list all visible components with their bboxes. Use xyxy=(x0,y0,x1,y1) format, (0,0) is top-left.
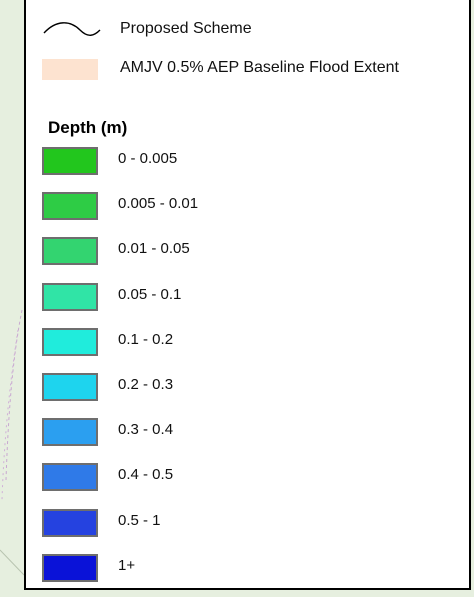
depth-class-item: 1+ xyxy=(42,552,462,597)
depth-class-swatch xyxy=(42,282,98,311)
legend-item-proposed-scheme: Proposed Scheme xyxy=(42,18,462,42)
depth-class-label: 0.4 - 0.5 xyxy=(118,466,174,484)
depth-class-item: 0 - 0.005 xyxy=(42,145,462,190)
depth-class-item: 0.1 - 0.2 xyxy=(42,326,462,371)
proposed-scheme-label: Proposed Scheme xyxy=(120,20,252,37)
depth-class-list: 0 - 0.005 0.005 - 0.01 0.01 - 0.05 0.05 - 0… xyxy=(42,145,462,597)
depth-class-label: 0.2 - 0.3 xyxy=(118,375,174,393)
depth-class-item: 0.05 - 0.1 xyxy=(42,281,462,326)
depth-class-label: 0.005 - 0.01 xyxy=(118,195,199,213)
depth-class-label: 0.1 - 0.2 xyxy=(118,330,174,348)
depth-class-swatch xyxy=(42,237,98,266)
proposed-scheme-line-icon xyxy=(43,22,101,36)
depth-legend-title: Depth (m) xyxy=(48,118,128,137)
baseline-flood-label: AMJV 0.5% AEP Baseline Flood Extent xyxy=(120,59,399,76)
legend-item-baseline-flood-extent: AMJV 0.5% AEP Baseline Flood Extent xyxy=(42,57,462,81)
legend-panel: Proposed Scheme AMJV 0.5% AEP Baseline F… xyxy=(24,0,471,590)
depth-class-item: 0.4 - 0.5 xyxy=(42,461,462,506)
depth-class-swatch xyxy=(42,147,98,175)
depth-class-swatch xyxy=(42,192,98,221)
depth-class-swatch xyxy=(42,327,98,356)
depth-class-label: 0.5 - 1 xyxy=(118,511,161,529)
depth-class-swatch xyxy=(42,463,98,492)
depth-class-item: 0.005 - 0.01 xyxy=(42,190,462,235)
depth-class-label: 0.05 - 0.1 xyxy=(118,285,182,303)
map-dashed-path-2 xyxy=(1,329,19,501)
depth-class-label: 1+ xyxy=(118,556,136,574)
depth-class-swatch xyxy=(42,508,98,537)
depth-class-swatch xyxy=(42,418,98,447)
depth-class-label: 0 - 0.005 xyxy=(118,150,178,167)
depth-class-swatch xyxy=(42,372,98,401)
depth-class-swatch xyxy=(42,553,98,582)
depth-class-label: 0.3 - 0.4 xyxy=(118,421,174,439)
depth-class-label: 0.01 - 0.05 xyxy=(118,240,190,258)
map-road-line xyxy=(0,549,25,576)
depth-class-item: 0.3 - 0.4 xyxy=(42,416,462,461)
map-dashed-path xyxy=(5,309,23,481)
depth-class-item: 0.2 - 0.3 xyxy=(42,371,462,416)
depth-class-item: 0.5 - 1 xyxy=(42,507,462,552)
depth-class-item: 0.01 - 0.05 xyxy=(42,235,462,280)
baseline-flood-swatch xyxy=(42,59,98,80)
